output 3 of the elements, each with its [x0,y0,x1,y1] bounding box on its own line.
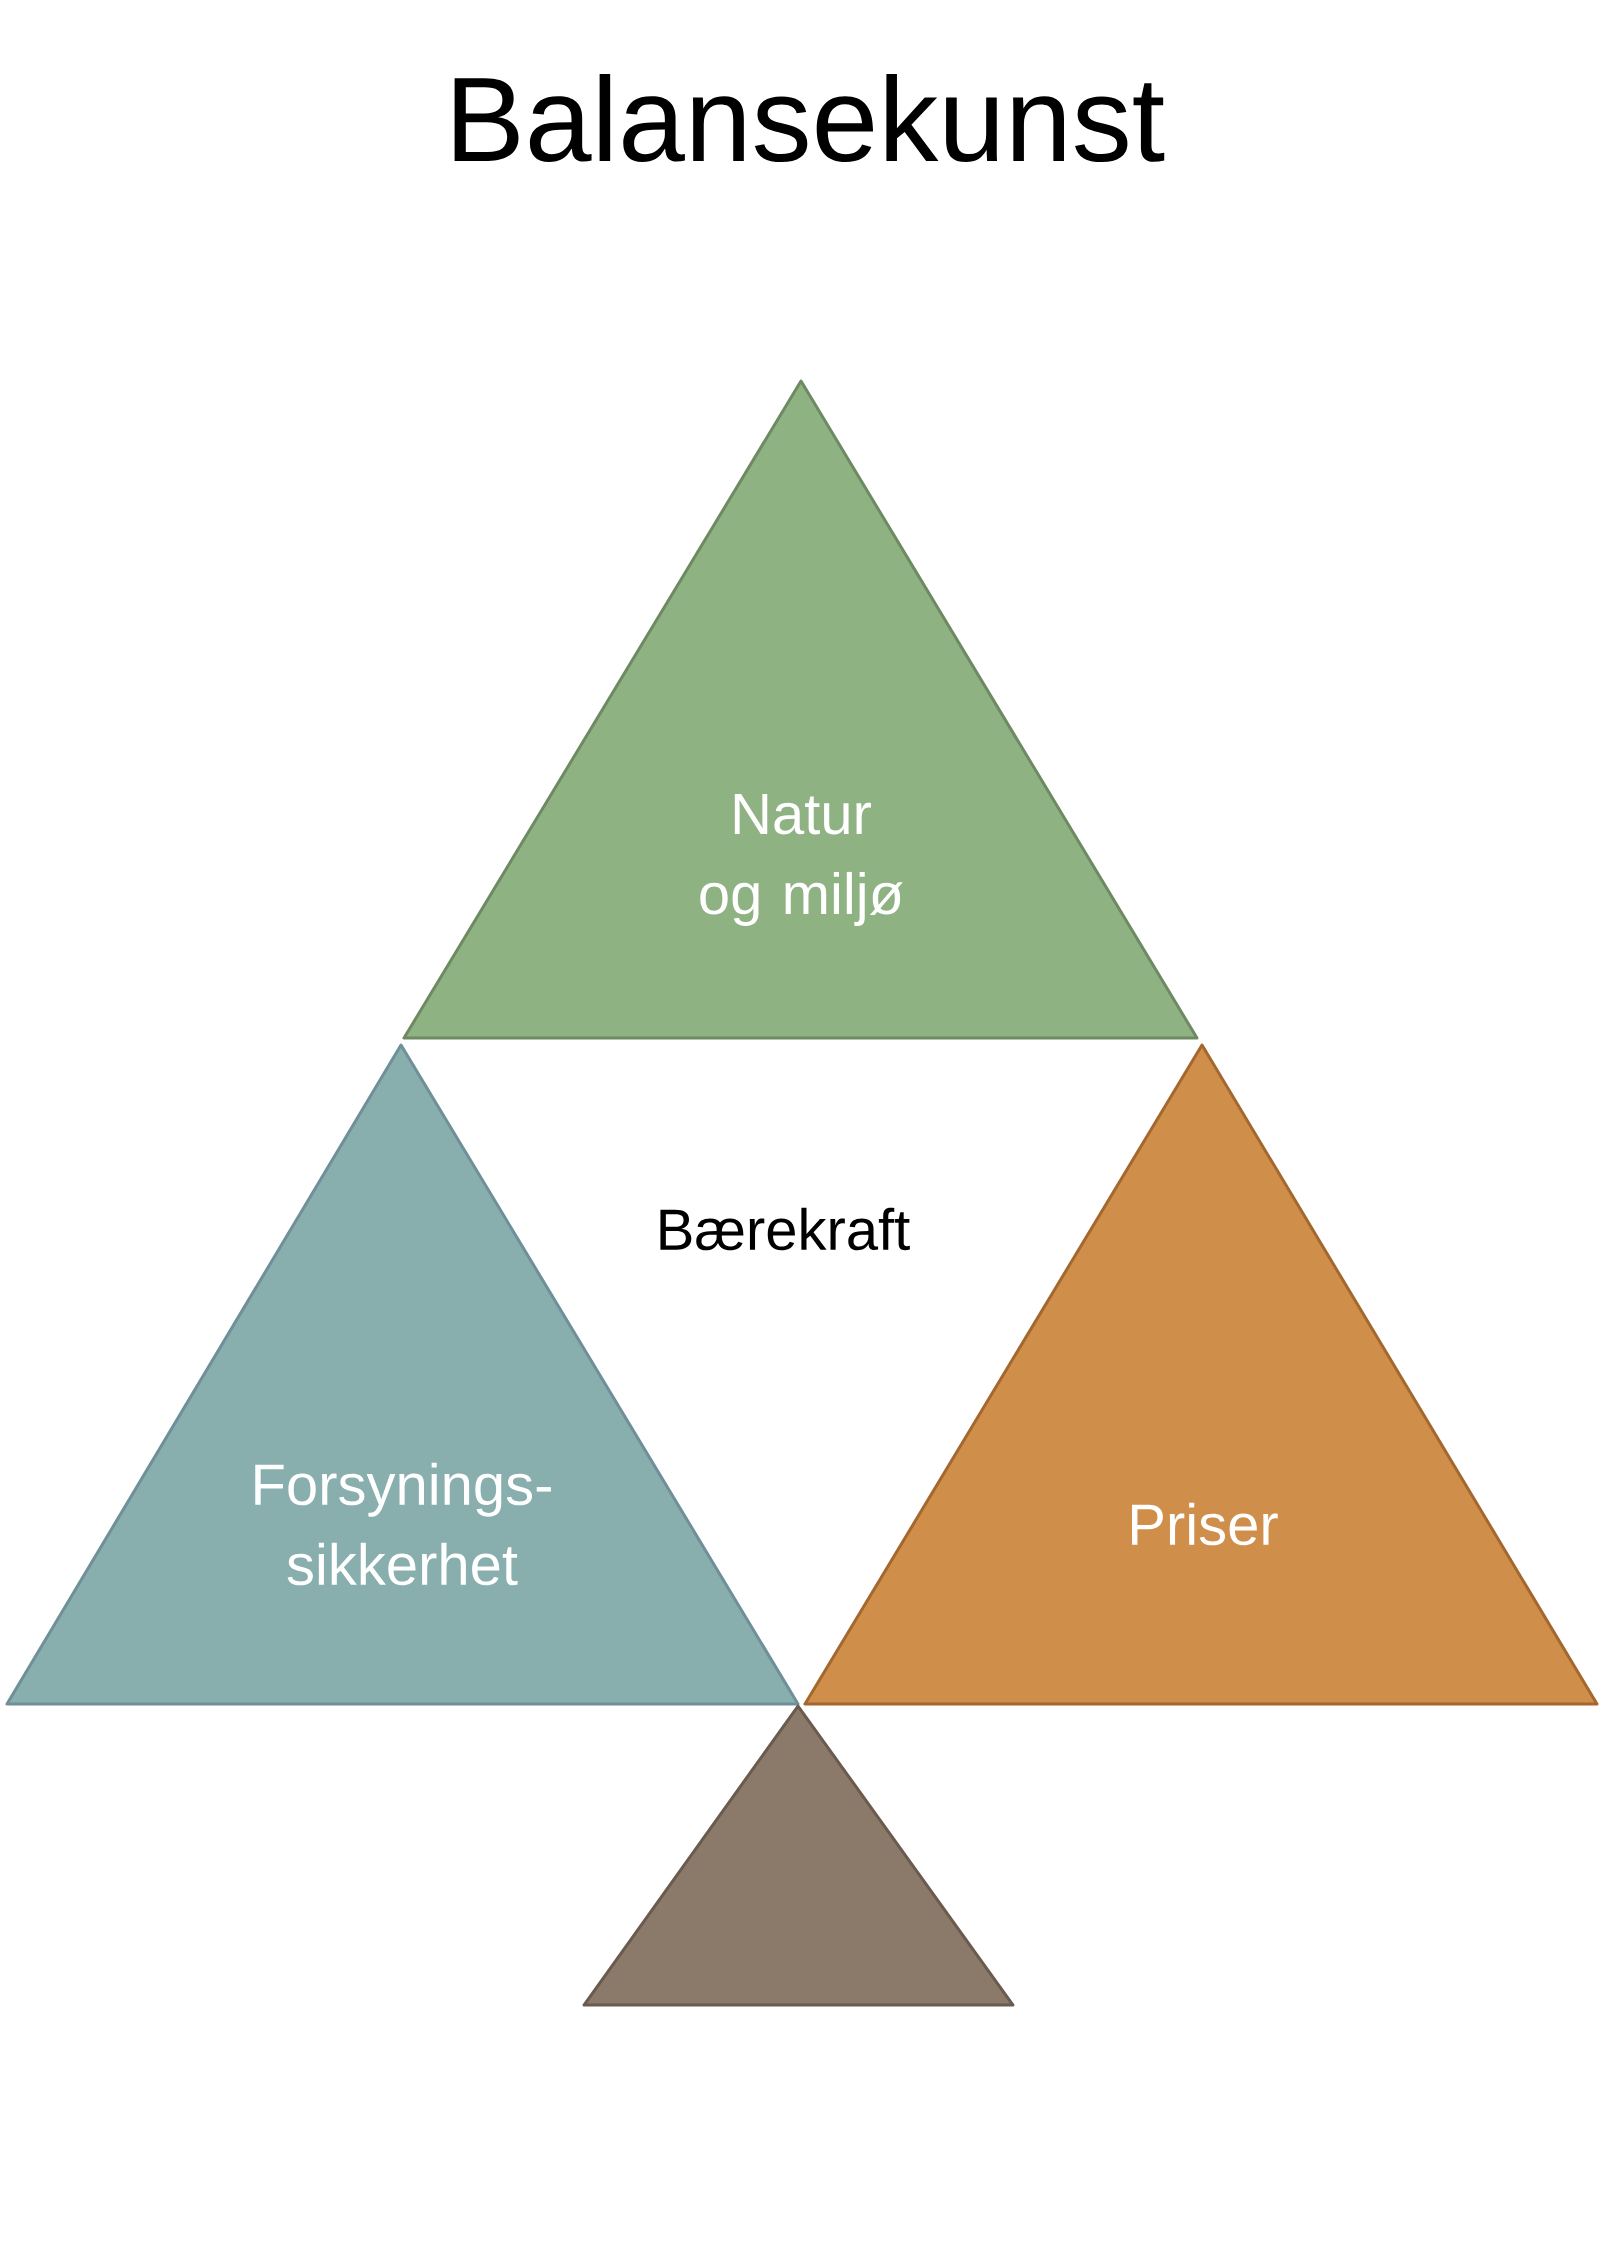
title: Balansekunst [454,73,1165,163]
triangle: Natur og miljø [402,379,1199,1040]
triangle [582,1704,1015,2007]
